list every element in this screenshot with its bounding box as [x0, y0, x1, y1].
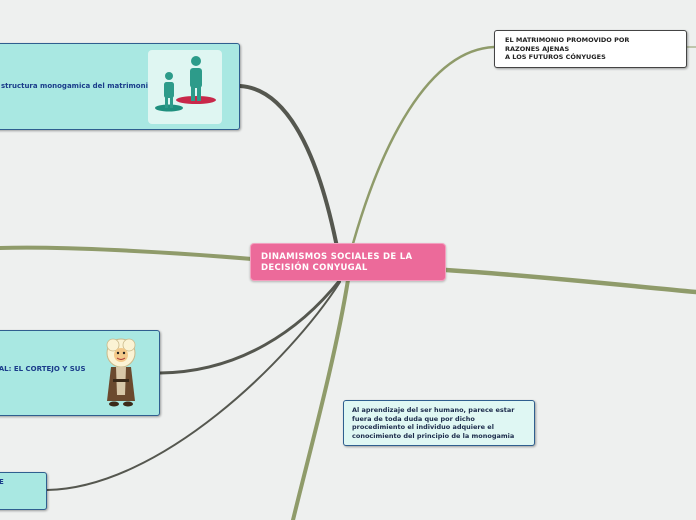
note-monogamy-learning[interactable]: Al aprendizaje del ser humano, parece es… — [343, 400, 535, 446]
central-topic[interactable]: DINAMISMOS SOCIALES DE LA DECISIÓN CONYU… — [250, 243, 446, 281]
cartoon-character-icon — [99, 335, 143, 413]
connector-to-bottom-offscreen — [291, 278, 350, 520]
central-topic-label: DINAMISMOS SOCIALES DE LA DECISIÓN CONYU… — [261, 252, 413, 273]
connector-to-arranged-marriage — [346, 45, 496, 264]
topic-monogamous-structure[interactable]: structura monogamica del matrimonio — [0, 43, 240, 130]
topic-label: EL MATRIMONIO PROMOVIDO POR RAZONES AJEN… — [505, 36, 630, 61]
connector-to-right-offscreen — [443, 267, 696, 295]
topic-label: CIAL: EL CORTEJO Y SUS — [0, 365, 86, 373]
topic-arranged-marriage[interactable]: EL MATRIMONIO PROMOVIDO POR RAZONES AJEN… — [494, 30, 687, 68]
connector-to-courtship — [158, 278, 342, 375]
topic-label: E — [0, 478, 4, 486]
note-label: Al aprendizaje del ser humano, parece es… — [352, 406, 515, 440]
topic-courtship[interactable]: CIAL: EL CORTEJO Y SUS — [0, 330, 160, 416]
couple-figures-icon — [148, 50, 222, 124]
topic-e-node[interactable]: E — [0, 472, 47, 510]
connector-to-left-offscreen — [0, 245, 254, 261]
topic-label: structura monogamica del matrimonio — [1, 82, 153, 90]
connector-to-structure — [238, 84, 342, 264]
connector-to-e-node — [46, 281, 341, 491]
